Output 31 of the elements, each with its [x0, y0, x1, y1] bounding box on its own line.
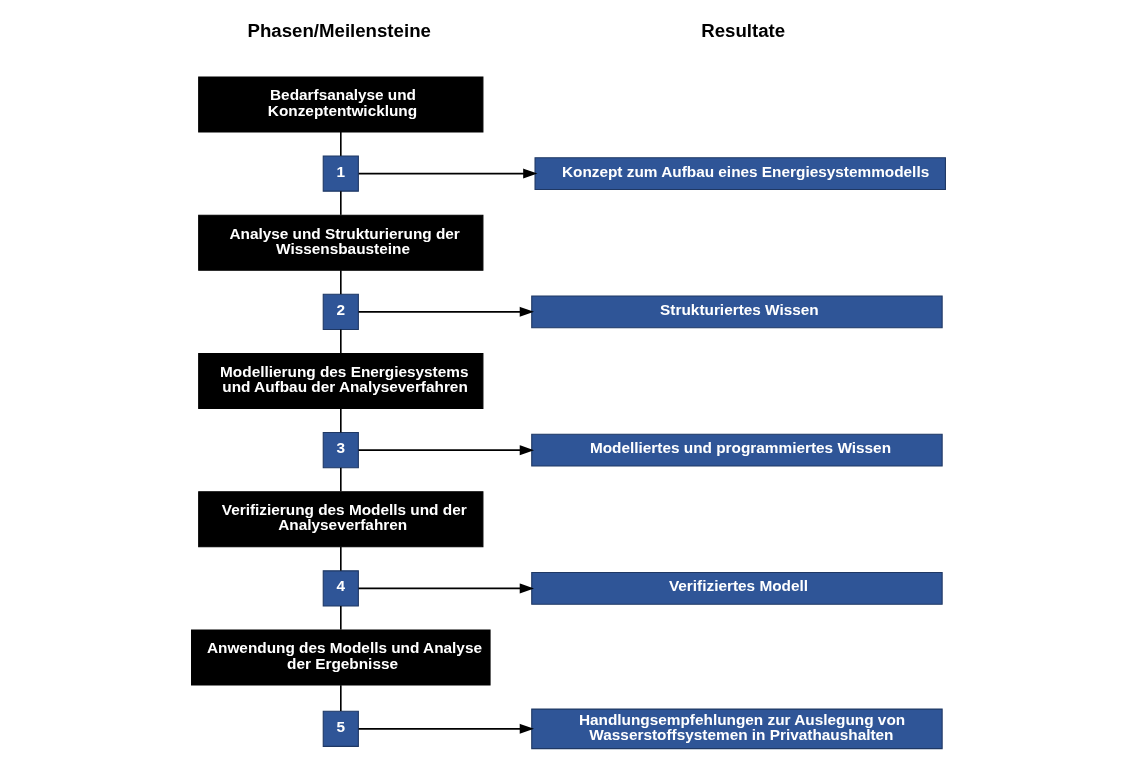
- node-box: Modelliertes und programmiertes Wissen: [530, 433, 943, 467]
- node-box: Modellierung des Energiesystems und Aufbau der Analyseverfahren: [197, 352, 483, 409]
- arrow: [357, 582, 534, 593]
- node-box: Verifiziertes Modell: [530, 571, 943, 605]
- node-box: 2: [322, 293, 359, 330]
- node-box: Analyse und Strukturierung der Wissensbausteine: [197, 214, 483, 271]
- node-box: Verifizierung des Modells und der Analyseverfahren: [197, 490, 483, 547]
- node-box: 5: [322, 710, 359, 747]
- connector: [339, 130, 342, 157]
- node-box: Handlungsempfehlungen zur Auslegung von Wasserstoffsystemen in Privathaushalten: [530, 708, 943, 749]
- arrow: [357, 723, 534, 734]
- node-box: Bedarfsanalyse und Konzeptentwicklung: [197, 76, 483, 132]
- arrow: [357, 168, 537, 179]
- connector: [339, 683, 342, 712]
- connector: [339, 328, 342, 354]
- node-box: Strukturiertes Wissen: [530, 294, 943, 328]
- arrow: [357, 306, 534, 317]
- arrow: [357, 444, 534, 455]
- label: Resultate: [700, 19, 785, 41]
- connector: [339, 189, 342, 216]
- node-box: 3: [322, 431, 359, 468]
- node-box: 1: [322, 155, 359, 192]
- connector: [339, 268, 342, 295]
- connector: [339, 604, 342, 630]
- connector: [339, 545, 342, 571]
- node-box: Anwendung des Modells und Analyse der Ergebnisse: [190, 629, 491, 685]
- connector: [339, 466, 342, 492]
- label: Phasen/Meilensteine: [247, 19, 431, 41]
- connector: [339, 407, 342, 433]
- node-box: 4: [322, 569, 359, 606]
- node-box: Konzept zum Aufbau eines Energiesystemmodells: [534, 156, 946, 190]
